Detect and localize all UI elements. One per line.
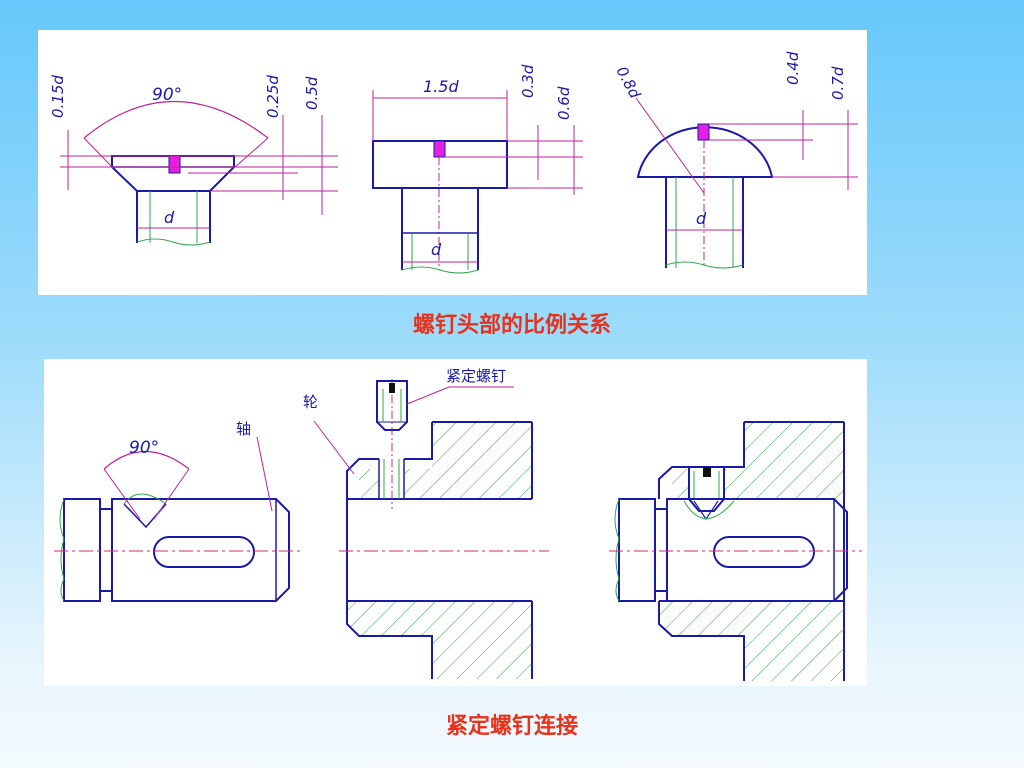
- round-dim-height: 0.7d: [829, 66, 847, 100]
- bottom-caption: 紧定螺钉连接: [445, 713, 578, 739]
- assembly-view: [609, 421, 862, 681]
- set-screw-connection-svg: 90° 轴 紧定螺钉 轮: [54, 367, 862, 681]
- cheese-dim-width: 1.5d: [423, 77, 459, 96]
- screw-head-proportions-drawing: d 90° 0.15d 0.25d 0.5d d 1.5d: [38, 30, 867, 295]
- set-screw-connection-drawing: 90° 轴 紧定螺钉 轮: [44, 359, 867, 686]
- countersunk-d-label: d: [164, 208, 175, 227]
- countersunk-dim-slot: 0.25d: [264, 75, 282, 118]
- round-dim-radius: 0.8d: [612, 63, 644, 101]
- wheel-part: 紧定螺钉 轮: [303, 367, 549, 679]
- set-screw-label: 紧定螺钉: [446, 367, 506, 385]
- countersunk-angle-label: 90°: [152, 85, 182, 105]
- round-dim-slot: 0.4d: [784, 51, 802, 85]
- cheese-dim-slot: 0.3d: [519, 64, 537, 98]
- top-caption: 螺钉头部的比例关系: [412, 312, 611, 338]
- round-head-screw: d 0.8d 0.4d 0.7d: [612, 51, 858, 269]
- screw-head-proportions-svg: d 90° 0.15d 0.25d 0.5d d 1.5d: [49, 51, 858, 274]
- cheese-dim-height: 0.6d: [555, 86, 573, 120]
- shaft-part: 90° 轴: [54, 420, 304, 602]
- countersunk-dim-head: 0.15d: [49, 75, 67, 118]
- shaft-label: 轴: [236, 420, 251, 438]
- cheese-d-label: d: [431, 240, 442, 259]
- shaft-angle-label: 90°: [129, 438, 159, 458]
- cheese-head-screw: d 1.5d 0.3d 0.6d: [372, 64, 583, 274]
- countersunk-dim-depth: 0.5d: [303, 76, 321, 110]
- wheel-label: 轮: [303, 393, 318, 411]
- countersunk-screw: d 90° 0.15d 0.25d 0.5d: [49, 75, 338, 246]
- round-d-label: d: [696, 209, 707, 228]
